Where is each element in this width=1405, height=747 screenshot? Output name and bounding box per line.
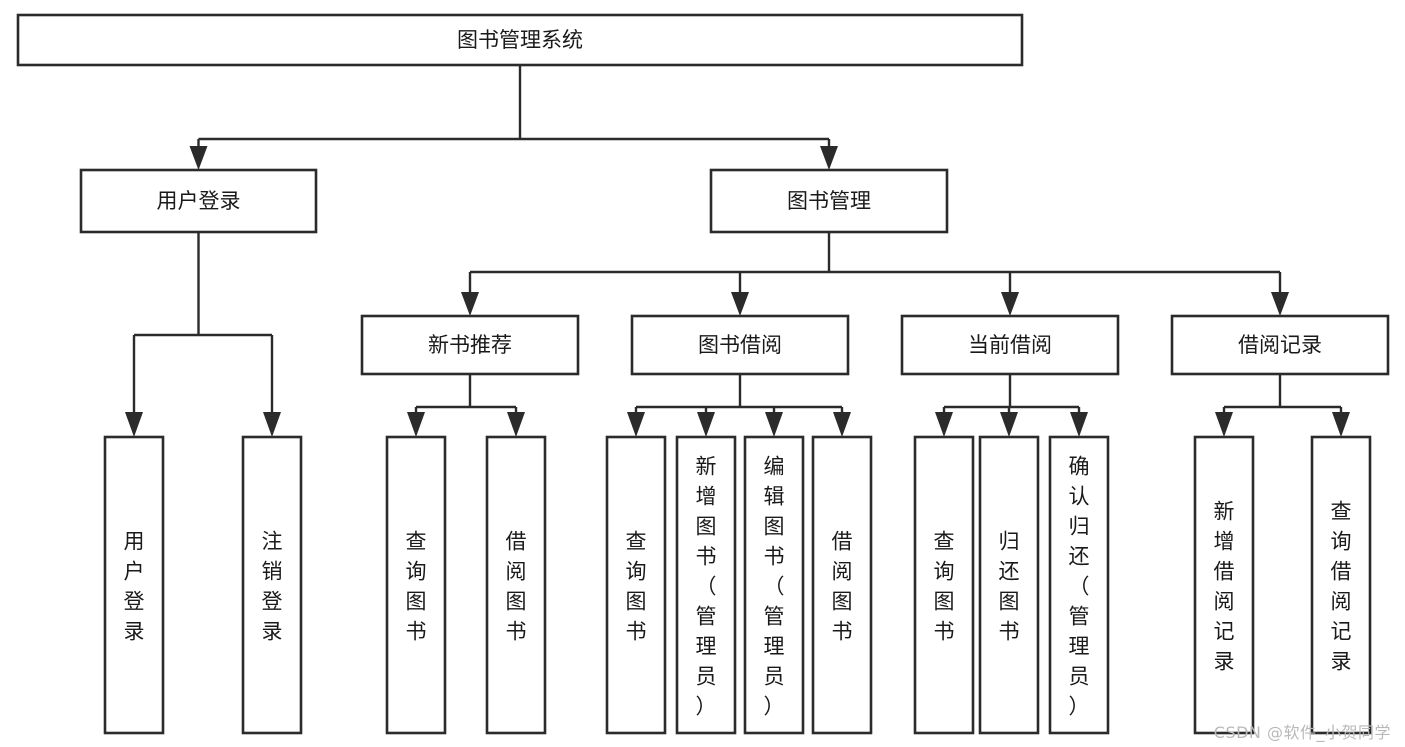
leaf-borrow-book-1-box[interactable] <box>485 435 547 735</box>
leaf-logout-login-label: 注销登录 <box>262 529 283 643</box>
arrowhead-book-management <box>820 146 838 170</box>
leaf-borrow-book-2-label: 借阅图书 <box>832 529 853 643</box>
leaf-query-record-label: 查询借阅记录 <box>1331 499 1352 673</box>
arrowhead-leaf-confirm-return <box>1070 412 1088 437</box>
node-new-book-recommend-box[interactable] <box>360 314 580 376</box>
node-book-borrow-box[interactable] <box>630 314 850 376</box>
arrowhead-new-book-recommend <box>461 292 479 316</box>
leaf-query-record[interactable]: 查询借阅记录 <box>1310 435 1372 735</box>
arrowhead-leaf-add-record <box>1215 412 1233 437</box>
arrowhead-leaf-query-book-2 <box>627 412 645 437</box>
leaf-query-book-2-label: 查询图书 <box>626 529 647 643</box>
leaf-return-book[interactable]: 归还图书 <box>978 435 1040 735</box>
node-root-label: 图书管理系统 <box>457 28 583 52</box>
leaf-return-book-label: 归还图书 <box>999 529 1020 643</box>
connectors-layer <box>125 65 1350 437</box>
arrowhead-leaf-borrow-book-2 <box>833 412 851 437</box>
leaf-confirm-return-label: 确认归还（管理员） <box>1069 454 1090 718</box>
leaf-borrow-book-2-box[interactable] <box>811 435 873 735</box>
csdn-watermark: CSDN @软件_小贺同学 <box>1213 723 1391 742</box>
leaf-user-login[interactable]: 用户登录 <box>103 435 165 735</box>
arrowhead-user-login <box>189 146 208 170</box>
node-current-borrow-label: 当前借阅 <box>968 333 1052 357</box>
node-root[interactable]: 图书管理系统 <box>16 13 1024 67</box>
node-user-login-box[interactable] <box>79 168 318 234</box>
leaf-query-book-2-box[interactable] <box>605 435 667 735</box>
leaf-borrow-book-2[interactable]: 借阅图书 <box>811 435 873 735</box>
arrowhead-leaf-query-record <box>1332 412 1350 437</box>
leaf-query-book-3-label: 查询图书 <box>934 529 955 643</box>
leaf-edit-book-label: 编辑图书（管理员） <box>764 454 785 718</box>
arrowhead-borrow-record <box>1271 292 1289 316</box>
leaf-add-record-label: 新增借阅记录 <box>1214 499 1235 673</box>
leaf-add-record-box[interactable] <box>1193 435 1255 735</box>
node-new-book-recommend[interactable]: 新书推荐 <box>360 314 580 376</box>
leaf-query-record-box[interactable] <box>1310 435 1372 735</box>
leaf-add-book-label: 新增图书（管理员） <box>696 454 717 718</box>
leaf-edit-book-box[interactable] <box>743 435 805 735</box>
arrowhead-leaf-user-login <box>125 412 143 437</box>
arrowhead-book-borrow <box>731 292 749 316</box>
leaf-user-login-label: 用户登录 <box>124 529 145 643</box>
node-current-borrow[interactable]: 当前借阅 <box>900 314 1120 376</box>
arrowhead-leaf-query-book-3 <box>935 412 953 437</box>
leaf-query-book-1[interactable]: 查询图书 <box>385 435 447 735</box>
leaf-user-login-box[interactable] <box>103 435 165 735</box>
node-book-borrow[interactable]: 图书借阅 <box>630 314 850 376</box>
arrowhead-leaf-borrow-book-1 <box>507 412 525 437</box>
leaf-logout-login-box[interactable] <box>241 435 303 735</box>
arrowhead-leaf-return-book <box>1000 412 1018 437</box>
leaf-edit-book[interactable]: 编辑图书（管理员） <box>743 435 805 735</box>
node-book-management-label: 图书管理 <box>787 189 871 213</box>
node-root-box[interactable] <box>16 13 1024 67</box>
node-book-management[interactable]: 图书管理 <box>709 168 949 234</box>
leaf-query-book-2[interactable]: 查询图书 <box>605 435 667 735</box>
arrowhead-current-borrow <box>1001 292 1019 316</box>
leaf-confirm-return-box[interactable] <box>1048 435 1110 735</box>
arrowhead-leaf-logout-login <box>263 412 281 437</box>
node-borrow-record[interactable]: 借阅记录 <box>1170 314 1390 376</box>
leaf-add-book[interactable]: 新增图书（管理员） <box>675 435 737 735</box>
leaf-query-book-3-box[interactable] <box>913 435 975 735</box>
node-new-book-recommend-label: 新书推荐 <box>428 333 512 357</box>
leaf-query-book-3[interactable]: 查询图书 <box>913 435 975 735</box>
leaf-borrow-book-1-label: 借阅图书 <box>506 529 527 643</box>
leaf-borrow-book-1[interactable]: 借阅图书 <box>485 435 547 735</box>
arrowhead-leaf-add-book <box>697 412 715 437</box>
leaf-query-book-1-label: 查询图书 <box>406 529 427 643</box>
leaf-add-record[interactable]: 新增借阅记录 <box>1193 435 1255 735</box>
arrowhead-leaf-edit-book <box>765 412 783 437</box>
node-book-management-box[interactable] <box>709 168 949 234</box>
leaf-add-book-box[interactable] <box>675 435 737 735</box>
node-borrow-record-label: 借阅记录 <box>1238 333 1322 357</box>
node-borrow-record-box[interactable] <box>1170 314 1390 376</box>
node-user-login[interactable]: 用户登录 <box>79 168 318 234</box>
node-current-borrow-box[interactable] <box>900 314 1120 376</box>
leaf-logout-login[interactable]: 注销登录 <box>241 435 303 735</box>
leaf-confirm-return[interactable]: 确认归还（管理员） <box>1048 435 1110 735</box>
leaf-query-book-1-box[interactable] <box>385 435 447 735</box>
node-book-borrow-label: 图书借阅 <box>698 333 782 357</box>
node-user-login-label: 用户登录 <box>157 189 241 213</box>
arrowhead-leaf-query-book-1 <box>407 412 425 437</box>
leaf-return-book-box[interactable] <box>978 435 1040 735</box>
